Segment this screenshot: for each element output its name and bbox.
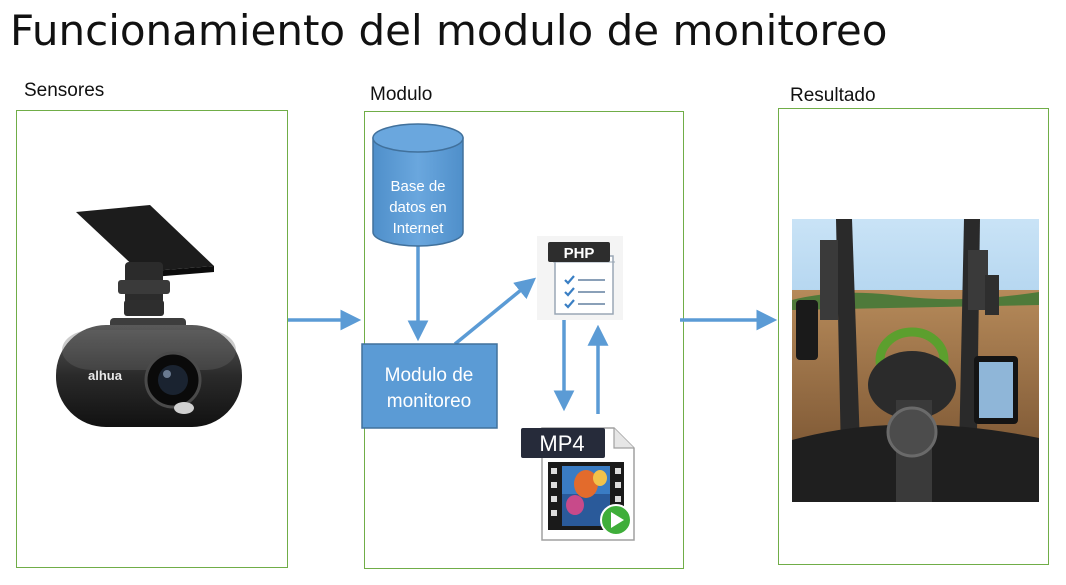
module-box-text-line-2: monitoreo xyxy=(387,391,472,412)
php-icon xyxy=(537,236,623,320)
tractor-cab-photo xyxy=(792,219,1039,502)
result-label: Resultado xyxy=(790,85,876,106)
php-icon-label: PHP xyxy=(564,245,595,262)
database-text-line-2: datos en xyxy=(389,199,447,216)
arrow-module-to-php xyxy=(453,277,537,346)
mp4-icon xyxy=(521,427,635,541)
database-cylinder xyxy=(372,123,464,247)
camera-photo xyxy=(56,205,242,427)
page-title: Funcionamiento del modulo de monitoreo xyxy=(10,6,888,55)
camera-brand-text: alhua xyxy=(88,368,123,383)
database-text-line-1: Base de xyxy=(390,178,445,195)
database-text-line-3: Internet xyxy=(393,220,445,237)
sensors-label: Sensores xyxy=(24,80,105,101)
monitoring-module-box xyxy=(361,343,498,429)
module-box-text-line-1: Modulo de xyxy=(385,365,474,386)
module-label: Modulo xyxy=(370,84,433,105)
mp4-icon-label: MP4 xyxy=(539,431,584,456)
